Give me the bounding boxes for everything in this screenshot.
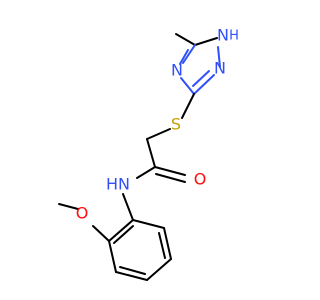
bond-c5-n1: [194, 37, 218, 46]
bond-ch2-carbonyl: [146, 138, 156, 168]
bond-carbonyl-o: [154, 166, 186, 176]
atom-oxygen-carbonyl: O: [194, 170, 207, 189]
bond-methyl-c5: [175, 33, 196, 46]
atom-n1: N: [217, 26, 229, 45]
bond-ring-5: [108, 240, 117, 273]
molecule-structure: N H N N S O N H O: [58, 26, 239, 281]
bond-n2-c3-double: [192, 70, 210, 87]
bond-c5-n4: [182, 44, 196, 64]
atom-sulfur: S: [171, 115, 181, 134]
bond-ring-6: [108, 219, 134, 242]
bond-ring-2: [163, 227, 172, 260]
atom-n2: N: [214, 59, 226, 78]
bond-n2-c3: [193, 74, 215, 95]
bond-c3-s: [181, 93, 195, 119]
bond-ring-1: [132, 219, 165, 229]
bond-ring-2-inner: [158, 232, 166, 259]
molecule-canvas: N H N N S O N H O: [58, 26, 239, 281]
atom-amide-n: N: [118, 175, 130, 194]
atom-n1-h: H: [229, 29, 239, 44]
atom-amide-h: H: [106, 175, 118, 194]
bond-carbonyl-o-double: [155, 173, 186, 183]
bond-ring-4: [115, 271, 148, 281]
atom-n4: N: [171, 61, 183, 80]
bond-c5-n4-double: [179, 49, 189, 65]
bond-o-methyl: [58, 203, 79, 210]
bond-ring-6-inner: [113, 225, 134, 244]
bond-ring-3: [146, 258, 172, 281]
atom-oxygen-methoxy: O: [76, 204, 89, 223]
bond-amide-n-ring: [122, 193, 134, 221]
bond-ring-4-inner: [119, 266, 146, 275]
bond-n1-n2: [217, 46, 221, 68]
bond-n4-c3: [180, 77, 195, 95]
bond-carbonyl-amide-n: [136, 166, 156, 179]
bond-s-ch2: [146, 128, 171, 140]
bond-ring-o-methoxy: [92, 225, 110, 242]
